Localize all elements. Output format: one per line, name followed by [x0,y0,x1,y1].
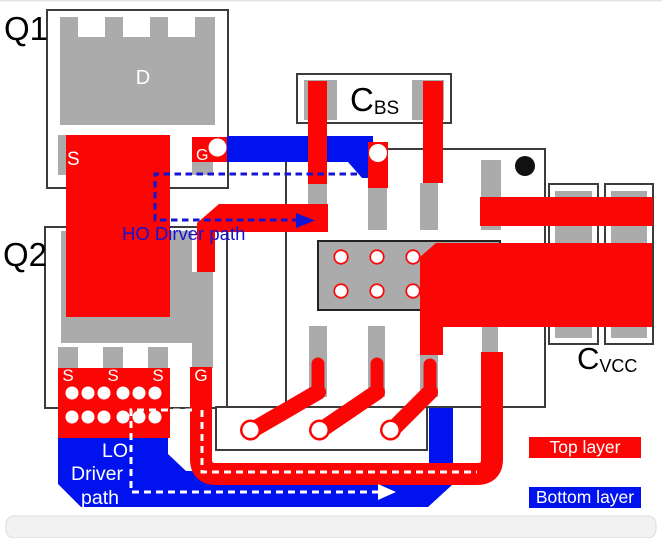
lo-driver-path-line-top [200,410,477,474]
q2-label: Q2 [3,236,47,273]
cvcc-label: CVCC [577,341,637,376]
lo-driver-label-3: path [81,487,119,509]
q2-s1-label: S [62,366,73,385]
cbs-trace-left [308,81,327,184]
q2-g-label: G [194,366,207,385]
q2-source-region [58,368,170,438]
legend-bottom-layer-swatch [529,487,641,508]
lo-driver-path-arrow [378,484,396,500]
cbs-label: CBS [350,81,399,119]
ho-driver-path-label: HO Dirver path [122,223,245,244]
bottom-vias [240,419,401,441]
q1-drain-label: D [136,67,150,89]
center-block-vias [333,249,421,299]
lo-driver-label-1: LO [102,440,128,462]
pin1-dot [515,156,535,176]
q2-source-pad-2 [103,347,123,370]
q2-gate-column-pad [192,272,213,368]
ho-driver-path-line [153,172,368,222]
legend-top-label: Top layer [549,437,620,457]
q2-gate-pad [192,347,211,370]
lo-gate-u-trace [190,352,503,485]
q2-source-pad-1 [58,347,78,370]
cbs-trace-right [423,81,443,183]
lo-driver-path-line-bottom [129,408,378,494]
footer-strip [5,515,657,539]
legend-top-layer-swatch [529,437,641,458]
hb-via [369,144,387,162]
q1-label: Q1 [4,10,48,47]
q1-gate-via [208,138,227,157]
q2-s2-label: S [107,366,118,385]
q2-source-pad-3 [148,347,168,370]
ic-pad-top-2 [368,183,387,230]
ho-driver-path-arrow [296,213,315,228]
ic-pad-top-3 [420,183,438,230]
red-band-top [480,197,653,226]
source-plane [66,135,170,317]
q2-source-vias [65,386,162,424]
q2-s3-label: S [152,366,163,385]
red-band-main [420,243,652,355]
q1-gate-label: G [196,147,208,164]
q1-drain-body [60,17,215,125]
diag-trace-2 [316,384,385,436]
top-border [0,0,662,2]
legend-bottom-label: Bottom layer [536,487,634,507]
diag-trace-1 [248,384,326,436]
blue-trace-top [227,136,373,178]
q1-source-label: S [67,149,80,170]
lo-driver-label-2: Driver [71,463,124,485]
diag-trace-3 [386,384,438,436]
